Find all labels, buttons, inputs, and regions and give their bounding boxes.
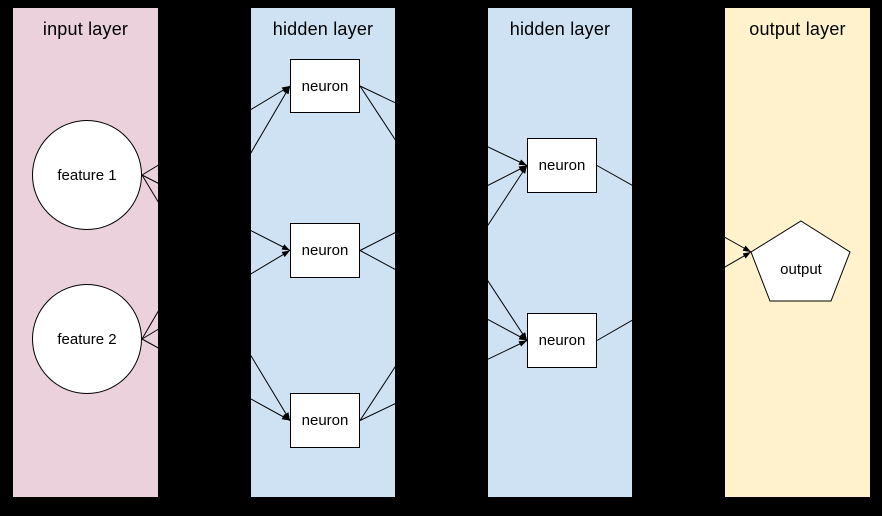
node-neuron-1-label: neuron — [301, 77, 349, 95]
node-neuron-4-label: neuron — [538, 157, 586, 174]
node-neuron-2: neuron — [290, 223, 360, 278]
node-neuron-3: neuron — [290, 393, 360, 448]
layer-title-output: output layer — [749, 19, 846, 39]
layer-panel-output: output layer — [725, 8, 870, 497]
node-neuron-5-label: neuron — [538, 332, 586, 349]
layer-panel-hidden-2: hidden layer — [488, 8, 632, 497]
node-feature-1: feature 1 — [32, 120, 142, 230]
node-neuron-2-label: neuron — [301, 242, 349, 259]
node-neuron-1: neuron — [290, 59, 360, 113]
node-neuron-5: neuron — [527, 313, 597, 368]
node-neuron-4: neuron — [527, 138, 597, 193]
node-feature-2: feature 2 — [32, 284, 142, 394]
node-feature-1-label: feature 1 — [57, 166, 117, 184]
node-feature-2-label: feature 2 — [57, 330, 117, 348]
layer-title-hidden-2: hidden layer — [509, 19, 611, 39]
layer-panel-input: input layer — [13, 8, 158, 497]
layer-title-hidden-1: hidden layer — [272, 19, 374, 39]
node-neuron-3-label: neuron — [301, 412, 349, 429]
layer-title-input: input layer — [42, 19, 129, 39]
